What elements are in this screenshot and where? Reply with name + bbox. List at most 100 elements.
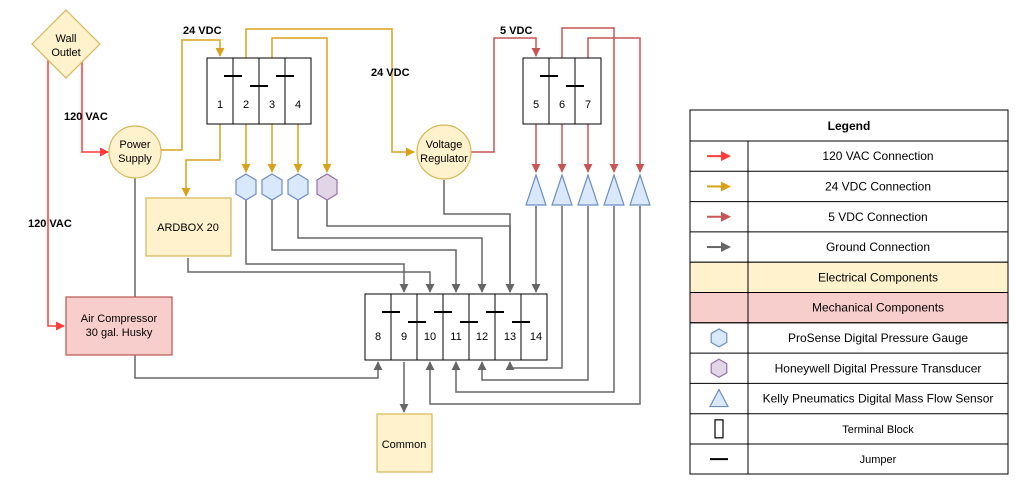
label-120vac-left: 120 VAC	[28, 218, 72, 230]
label-24vdc-top: 24 VDC	[183, 25, 222, 37]
terminal-14: 14	[530, 331, 542, 343]
ardbox-label: ARDBOX 20	[157, 222, 219, 234]
gnd-gauge1-to-term9	[245, 200, 409, 293]
terminal-2: 2	[243, 99, 249, 111]
prosense-gauge-icon	[287, 173, 309, 201]
voltage-regulator-label-2: Regulator	[420, 153, 468, 165]
legend-label: Ground Connection	[826, 240, 930, 254]
prosense-gauge-icon	[261, 173, 283, 201]
terminal-9: 9	[401, 331, 407, 343]
terminal-6: 6	[559, 99, 565, 111]
legend-label: Honeywell Digital Pressure Transducer	[775, 361, 982, 375]
terminal-block-c: 8 9 10 11 12 13 14	[364, 293, 548, 361]
wire-outlet-to-power-supply	[81, 60, 109, 157]
ardbox: ARDBOX 20	[145, 197, 232, 257]
voltage-regulator-label-1: Voltage	[426, 139, 463, 151]
legend-label: Terminal Block	[842, 424, 914, 436]
legend-label: 5 VDC Connection	[828, 210, 927, 224]
legend-row: Terminal Block	[690, 413, 1008, 439]
terminal-1: 1	[217, 99, 223, 111]
wire-term2-to-transducer	[271, 37, 332, 173]
wire-ps-to-term1	[160, 39, 225, 151]
terminal-8: 8	[375, 331, 381, 343]
legend-swatch-icon	[689, 292, 1009, 324]
flow-sensor-icon	[577, 173, 599, 206]
gnd-ps-to-term8	[134, 178, 383, 379]
legend-label: Electrical Components	[818, 270, 938, 284]
power-supply: Power Supply	[108, 125, 162, 179]
wires-120vac	[47, 60, 109, 331]
legend-row: Mechanical Components	[689, 292, 1009, 324]
power-supply-label-1: Power	[119, 139, 151, 151]
flow-sensor-icon	[525, 173, 547, 206]
air-compressor-label-1: Air Compressor	[81, 313, 158, 325]
prosense-gauge-icon	[235, 173, 257, 201]
terminal-12: 12	[476, 331, 488, 343]
terminal-block-a: 1 2 3 4	[206, 57, 312, 125]
wire-term2-to-vreg	[245, 28, 415, 157]
wire-outlet-to-compressor	[47, 60, 65, 331]
legend-terminal-block-icon	[714, 419, 724, 439]
gnd-ardbox-to-term10	[187, 258, 435, 293]
gnd-flow4-to-term11	[451, 206, 615, 393]
label-5vdc: 5 VDC	[500, 25, 532, 37]
gnd-gauge2-to-term11	[271, 200, 461, 293]
wires-24vdc	[160, 28, 415, 197]
legend-hexagon-icon	[710, 328, 728, 348]
common: Common	[376, 413, 433, 473]
flow-sensors	[525, 173, 651, 206]
terminal-block-b: 5 6 7	[522, 57, 602, 125]
legend-arrow-icon	[707, 151, 731, 162]
legend-label: Kelly Pneumatics Digital Mass Flow Senso…	[763, 392, 994, 406]
legend-arrow-icon	[707, 181, 731, 192]
terminal-4: 4	[295, 99, 301, 111]
wire-term6-to-flow4	[561, 27, 619, 173]
legend-row: 24 VDC Connection	[690, 170, 1008, 193]
pressure-gauges	[235, 173, 338, 201]
gnd-gauge3-to-term12	[297, 200, 487, 293]
flow-sensor-icon	[551, 173, 573, 206]
legend-label: Jumper	[860, 454, 897, 466]
legend-row: Jumper	[690, 443, 1008, 466]
wall-outlet: Wall Outlet	[31, 9, 101, 79]
wires-ground	[134, 178, 641, 413]
legend-row: Kelly Pneumatics Digital Mass Flow Senso…	[690, 382, 1008, 408]
legend-row: Ground Connection	[690, 231, 1008, 254]
legend-label: 24 VDC Connection	[825, 179, 931, 193]
gnd-flow2-to-term13	[505, 206, 563, 371]
legend-row: 120 VAC Connection	[707, 149, 934, 163]
legend-label: 120 VAC Connection	[822, 149, 933, 163]
flow-sensor-icon	[603, 173, 625, 206]
gnd-vreg-to-term13	[443, 180, 515, 293]
legend-row: ProSense Digital Pressure Gauge	[690, 322, 1008, 348]
legend-row: Electrical Components	[689, 261, 1009, 294]
legend-arrow-icon	[707, 242, 731, 253]
label-24vdc-mid: 24 VDC	[371, 67, 410, 79]
wall-outlet-label-1: Wall	[56, 33, 77, 45]
legend-row: 5 VDC Connection	[690, 201, 1008, 224]
air-compressor: Air Compressor 30 gal. Husky	[65, 296, 173, 356]
terminal-7: 7	[585, 99, 591, 111]
air-compressor-label-2: 30 gal. Husky	[86, 327, 153, 339]
wire-term7-to-flow5	[587, 37, 645, 173]
flow-sensor-icon	[629, 173, 651, 206]
honeywell-transducer-icon	[316, 173, 338, 201]
common-label: Common	[382, 439, 427, 451]
wall-outlet-label-2: Outlet	[51, 47, 80, 59]
voltage-regulator: Voltage Regulator	[416, 124, 472, 180]
legend-row: Honeywell Digital Pressure Transducer	[690, 352, 1008, 378]
legend: Legend 120 VAC Connection 24 VDC Connecti…	[689, 109, 1009, 475]
wire-term1-to-ardbox	[181, 124, 221, 197]
legend-label: Mechanical Components	[812, 301, 944, 315]
wire-vreg-to-term5	[470, 37, 541, 153]
legend-triangle-icon	[709, 388, 729, 408]
legend-arrow-icon	[707, 211, 731, 222]
legend-label: ProSense Digital Pressure Gauge	[788, 331, 968, 345]
label-120vac-top: 120 VAC	[64, 111, 108, 123]
terminal-13: 13	[504, 331, 516, 343]
legend-title: Legend	[828, 119, 871, 133]
terminal-5: 5	[533, 99, 539, 111]
gnd-flow3-to-term12	[477, 206, 589, 381]
terminal-3: 3	[269, 99, 275, 111]
